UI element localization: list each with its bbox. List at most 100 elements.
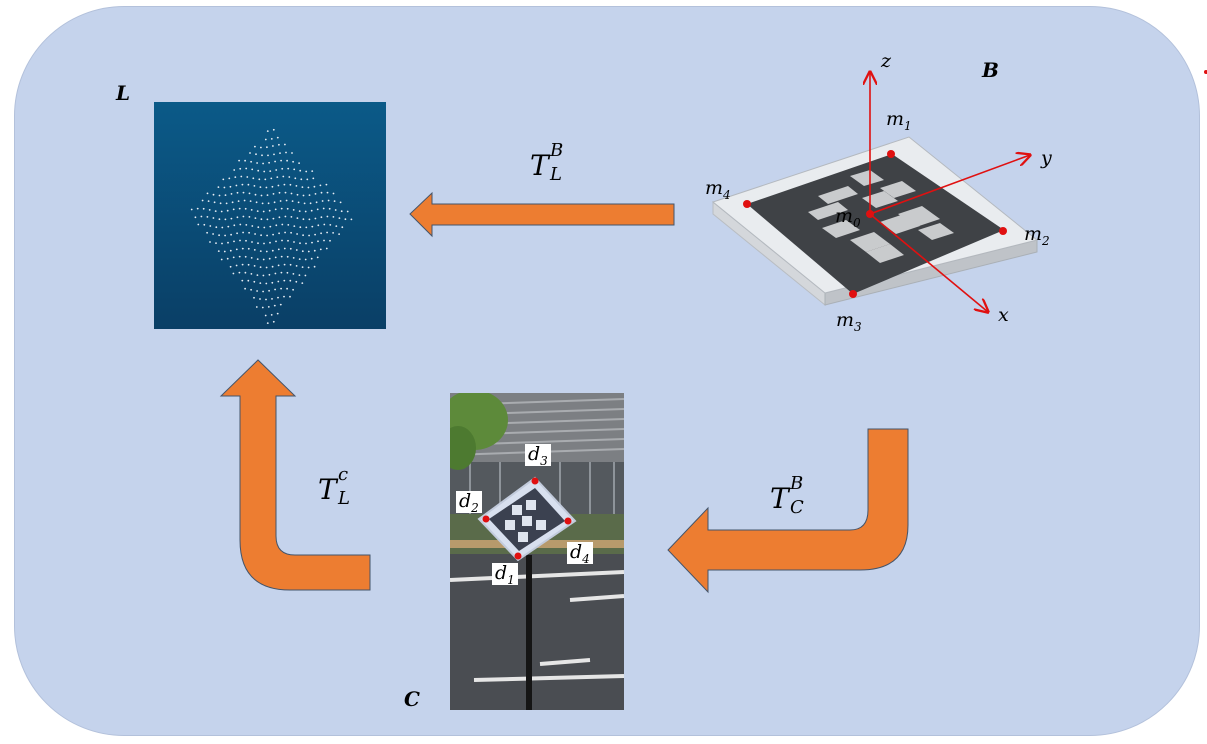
- cloud-point: [250, 209, 253, 211]
- cloud-point: [333, 200, 336, 203]
- camera-photo: [450, 393, 624, 710]
- cloud-point: [284, 143, 286, 146]
- cloud-point: [230, 193, 233, 195]
- cloud-point: [213, 201, 216, 204]
- cloud-point: [256, 210, 259, 213]
- cloud-point: [251, 225, 254, 227]
- cloud-point: [237, 200, 240, 203]
- cloud-point: [203, 223, 206, 226]
- cloud-point: [277, 280, 280, 283]
- x-axis: [869, 213, 988, 312]
- cloud-point: [262, 258, 265, 261]
- cloud-point: [286, 159, 288, 162]
- cloud-point: [223, 250, 226, 253]
- cloud-point: [297, 201, 300, 204]
- cloud-point: [275, 240, 277, 243]
- y-axis: [869, 155, 1030, 215]
- cloud-point: [196, 207, 199, 210]
- cloud-point: [253, 296, 255, 299]
- axis-label-x: x: [998, 304, 1009, 326]
- cloud-point: [245, 239, 247, 242]
- cloud-point: [292, 288, 294, 291]
- cloud-point: [259, 250, 262, 253]
- label-d3: d3: [525, 444, 551, 467]
- cloud-point: [277, 184, 280, 187]
- cloud-point: [236, 216, 239, 219]
- cloud-point: [323, 239, 325, 242]
- cloud-point: [200, 215, 203, 218]
- cloud-point: [322, 207, 325, 210]
- cloud-point: [301, 282, 304, 284]
- cloud-point: [269, 241, 271, 244]
- cloud-point: [341, 226, 344, 229]
- cloud-point: [287, 224, 290, 226]
- cloud-point: [270, 138, 273, 140]
- cloud-point: [298, 162, 300, 165]
- cloud-point: [271, 298, 273, 300]
- cloud-point: [233, 169, 236, 171]
- cloud-point: [304, 210, 307, 213]
- cloud-point: [255, 201, 258, 204]
- cloud-point: [240, 175, 243, 178]
- cloud-point: [230, 217, 233, 220]
- cloud-point: [217, 250, 220, 253]
- cloud-point: [245, 167, 248, 170]
- cloud-point: [254, 217, 257, 220]
- cloud-point: [302, 234, 304, 237]
- cloud-point: [268, 209, 271, 212]
- label-m1: m1: [886, 108, 912, 133]
- cloud-point: [244, 207, 247, 210]
- cloud-point: [278, 216, 281, 219]
- cloud-point: [280, 271, 283, 274]
- cloud-point: [259, 282, 262, 284]
- cloud-point: [251, 168, 254, 171]
- cloud-point: [284, 191, 287, 194]
- axis-label-y: y: [1041, 147, 1052, 169]
- cloud-point: [248, 192, 251, 195]
- frame-label-camera: C: [404, 687, 420, 711]
- cloud-point: [272, 217, 275, 220]
- cloud-point: [277, 264, 280, 267]
- cloud-point: [306, 178, 309, 181]
- cloud-point: [277, 296, 279, 299]
- cloud-point: [338, 233, 340, 236]
- cloud-point: [238, 159, 241, 162]
- cloud-point: [266, 194, 269, 197]
- cloud-point: [239, 223, 242, 226]
- cloud-point: [302, 218, 305, 221]
- cloud-point: [281, 223, 284, 226]
- cloud-point: [259, 266, 262, 268]
- cloud-point: [287, 167, 290, 170]
- cloud-point: [320, 232, 322, 235]
- cloud-point: [238, 207, 241, 210]
- cloud-point: [274, 160, 276, 163]
- cloud-point: [253, 249, 256, 251]
- cloud-point: [278, 191, 281, 194]
- cloud-point: [254, 145, 256, 148]
- cloud-point: [236, 232, 239, 235]
- cloud-point: [313, 265, 316, 268]
- cloud-point: [308, 194, 311, 197]
- cloud-point: [261, 202, 264, 205]
- cloud-point: [230, 233, 233, 236]
- cloud-point: [280, 159, 282, 162]
- cloud-point: [253, 265, 256, 267]
- cloud-point: [228, 177, 231, 180]
- cloud-point: [275, 169, 278, 171]
- cloud-point: [309, 202, 312, 205]
- cloud-point: [296, 193, 299, 196]
- cloud-point: [249, 152, 251, 154]
- cloud-point: [276, 136, 279, 139]
- cloud-point: [266, 146, 268, 149]
- cloud-point: [295, 185, 298, 187]
- cloud-point: [299, 226, 302, 229]
- lidar-point-cloud: [154, 102, 386, 329]
- cloud-point: [219, 202, 222, 205]
- cloud-point: [319, 248, 322, 251]
- cloud-point: [293, 168, 296, 171]
- cloud-point: [283, 279, 286, 282]
- cloud-point: [275, 224, 278, 227]
- cloud-point: [267, 306, 270, 308]
- cloud-point: [259, 186, 262, 189]
